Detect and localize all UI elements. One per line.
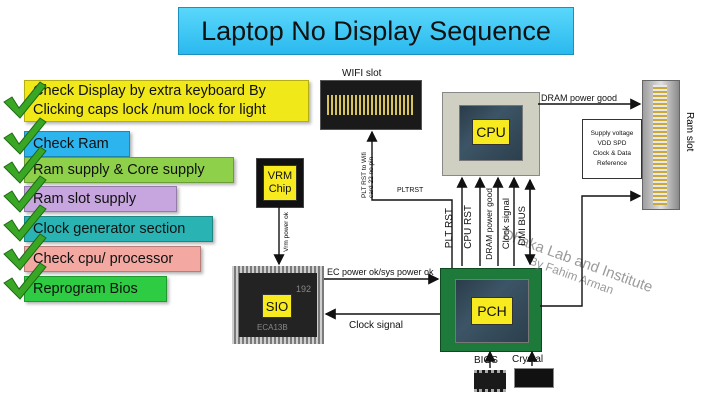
cpu-label: CPU [472, 119, 510, 145]
step-clock-generator: Clock generator section [24, 216, 213, 242]
check-icon [3, 146, 47, 184]
signal-vrm-power-ok: Vrm power ok [283, 212, 290, 252]
signal-dmi-bus: DMI BUS [517, 206, 528, 246]
sio-label: SIO [262, 294, 292, 318]
check-icon [3, 81, 47, 119]
ram-info-line: Supply voltage [590, 130, 634, 137]
signal-plt-rst: PLTRST [397, 187, 424, 194]
wifi-slot-label: WIFI slot [342, 68, 382, 79]
signal-dram-power-good: DRAM power good [541, 93, 618, 103]
signal-cpu-rst-v: CPU RST [463, 205, 474, 249]
step-check-cpu: Check cpu/ processor [24, 246, 201, 272]
sio-chip: 192 ECA13B SIO [232, 266, 324, 344]
signal-ec-power-ok: EC power ok/sys power ok [327, 267, 434, 277]
step-check-ram: Check Ram [24, 131, 130, 157]
check-icon [3, 204, 47, 242]
bios-chip [474, 370, 506, 392]
signal-plt-rst-wifi: PLT RST to Wifi card 22 no pin [361, 152, 375, 198]
check-icon [3, 233, 47, 271]
checkmarks [3, 81, 47, 300]
step-ram-core-supply: Ram supply & Core supply [24, 157, 234, 183]
crystal-chip [514, 368, 554, 388]
step-reprogram-bios: Reprogram Bios [24, 276, 167, 302]
check-icon [3, 262, 47, 300]
page-title: Laptop No Display Sequence [178, 7, 574, 55]
check-icon [3, 175, 47, 213]
cpu-chip: CPU [442, 92, 540, 176]
check-icon [3, 117, 47, 155]
wifi-slot [320, 80, 422, 130]
signal-clock-sio: Clock signal [349, 320, 403, 331]
signal-dram-pg-v: DRAM power good [484, 188, 494, 260]
pch-label: PCH [471, 297, 513, 325]
step-label: Clicking caps lock /num lock for light [33, 102, 266, 118]
step-label: Check Display by extra keyboard By [33, 83, 266, 99]
sio-number: 192 [296, 284, 312, 294]
ram-slot [642, 80, 680, 210]
step-ram-slot-supply: Ram slot supply [24, 186, 177, 212]
signal-clock-v: Clock signal [501, 198, 512, 250]
ram-info-box: Supply voltage VDD SPD Clock & Data Refe… [582, 119, 642, 179]
ram-slot-label: Ram slot [684, 112, 695, 152]
vrm-chip: VRM Chip [256, 158, 304, 208]
signal-plt-rst-v: PLT RST [444, 208, 455, 249]
ram-info-line: Clock & Data [593, 150, 631, 157]
vrm-label: VRM Chip [263, 165, 297, 201]
step-check-display: Check Display by extra keyboard By Click… [24, 80, 309, 122]
ram-info-line: Reference [597, 160, 627, 167]
sio-marking: ECA13B [257, 323, 288, 332]
pch-chip: PCH [440, 268, 542, 352]
ram-info-line: VDD SPD [597, 140, 627, 147]
